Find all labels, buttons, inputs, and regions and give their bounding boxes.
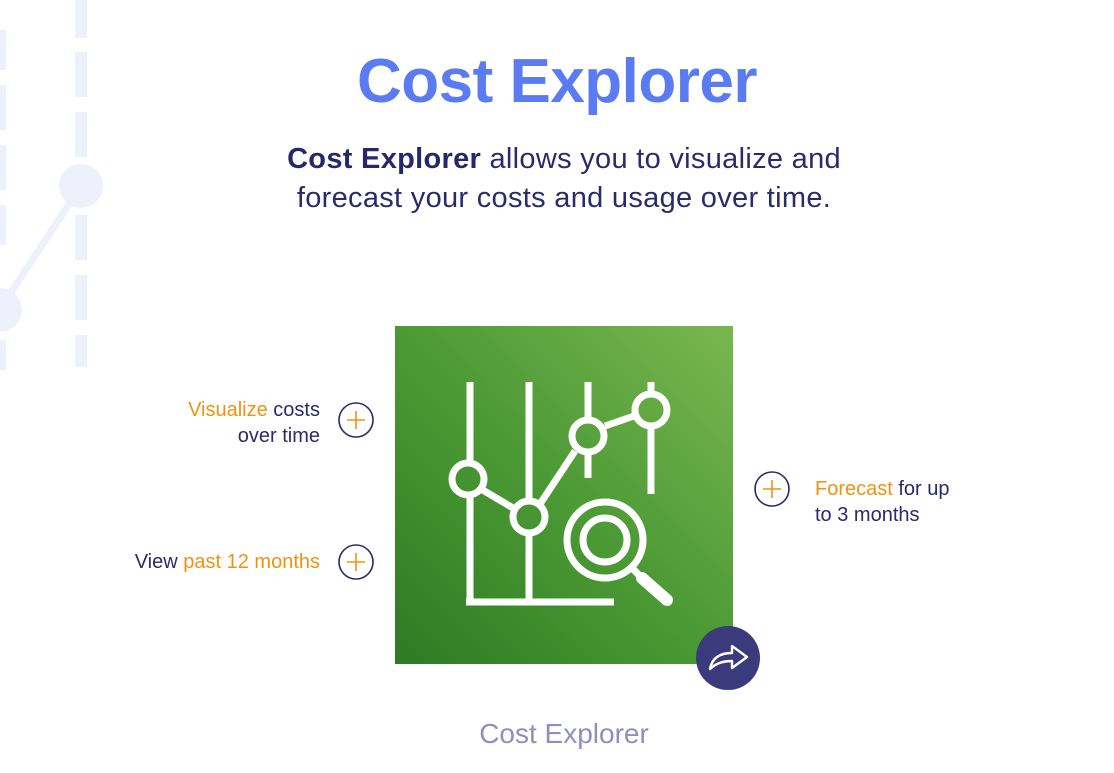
share-arrow-icon [708,644,749,671]
expand-view-button[interactable] [338,544,374,580]
description-line-2: forecast your costs and usage over time. [296,182,832,214]
chart-magnifier-icon [448,382,673,606]
page-title: Cost Explorer [356,47,758,116]
description-line-1: Cost Explorer allows you to visualize an… [0,140,1114,179]
callout-visualize: Visualize costs over time [120,397,320,449]
expand-visualize-button[interactable] [338,402,374,438]
cost-explorer-service-tile [395,326,733,664]
callout-visualize-line-1: Visualize costs [120,397,320,423]
description-bold: Cost Explorer [287,143,482,175]
callout-highlight: Forecast [815,478,893,500]
callout-view: View past 12 months [60,549,320,575]
callout-forecast-line-1: Forecast for up [815,476,1015,502]
background-chart-decoration [0,0,103,370]
service-caption: Cost Explorer [479,718,649,749]
callout-prefix: View [134,551,184,573]
callout-forecast: Forecast for up to 3 months [815,476,1015,528]
expand-forecast-button[interactable] [754,471,790,507]
page-description: Cost Explorer allows you to visualize an… [0,140,1114,218]
callout-highlight: Visualize [188,399,268,421]
callout-forecast-line-2: to 3 months [815,504,920,526]
callout-highlight: past 12 months [183,551,320,573]
callout-text: costs [267,399,320,421]
callout-visualize-line-2: over time [237,425,320,447]
callout-text: for up [892,478,950,500]
description-rest: allows you to visualize and [481,143,841,175]
share-button[interactable] [696,626,760,690]
